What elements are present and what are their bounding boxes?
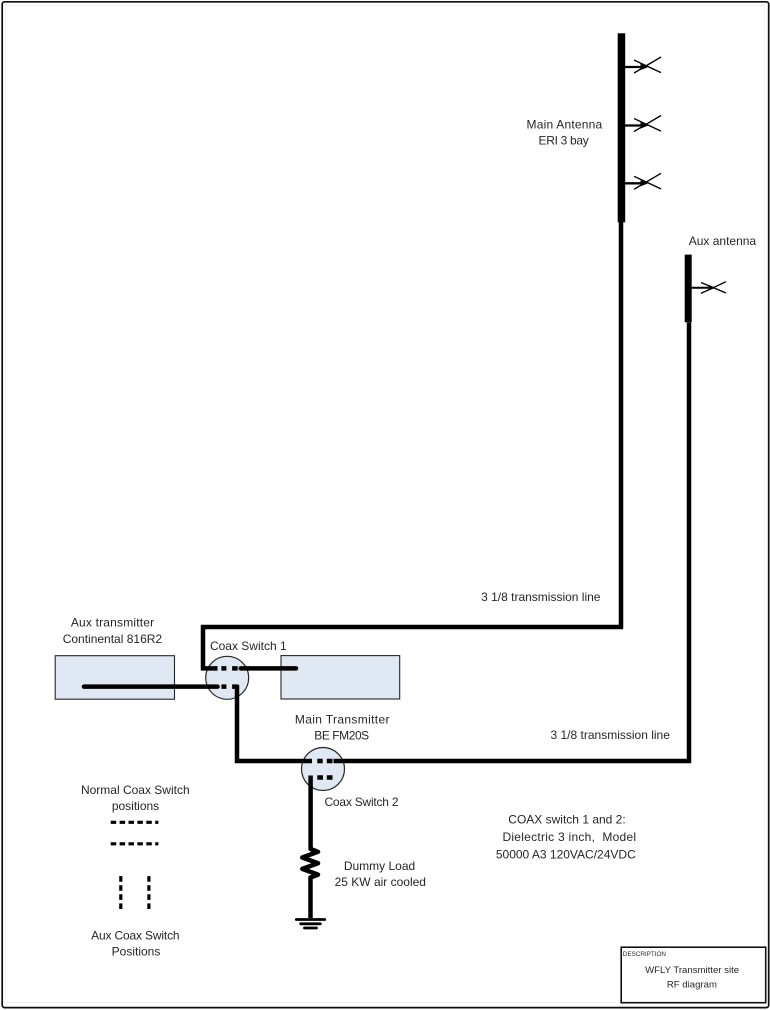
svg-text:Dummy Load: Dummy Load: [344, 859, 415, 873]
svg-text:Coax Switch 1: Coax Switch 1: [210, 639, 287, 653]
svg-text:RF diagram: RF diagram: [667, 980, 717, 991]
svg-text:Aux antenna: Aux antenna: [689, 234, 757, 248]
svg-text:COAX switch 1 and 2:: COAX switch 1 and 2:: [508, 813, 625, 827]
svg-text:3 1/8 transmission line: 3 1/8 transmission line: [551, 728, 671, 742]
svg-text:Aux transmitter: Aux transmitter: [71, 616, 155, 630]
svg-text:Aux Coax Switch: Aux Coax Switch: [91, 929, 179, 943]
svg-text:WFLY Transmitter site: WFLY Transmitter site: [645, 965, 739, 976]
svg-text:Normal Coax Switch: Normal Coax Switch: [81, 783, 190, 797]
svg-text:positions: positions: [112, 799, 159, 813]
svg-text:25 KW air cooled: 25 KW air cooled: [335, 875, 426, 889]
svg-text:BE FM20S: BE FM20S: [314, 729, 369, 743]
svg-text:Continental 816R2: Continental 816R2: [63, 632, 163, 646]
svg-text:Main Transmitter: Main Transmitter: [295, 713, 390, 727]
svg-text:Main Antenna: Main Antenna: [527, 118, 603, 132]
svg-text:DESCRIPTION: DESCRIPTION: [623, 951, 666, 958]
svg-text:Coax Switch 2: Coax Switch 2: [324, 795, 398, 809]
svg-text:Positions: Positions: [112, 945, 161, 959]
svg-text:Dielectric 3 inch, Model: Dielectric 3 inch, Model: [502, 830, 636, 844]
svg-text:3 1/8 transmission line: 3 1/8 transmission line: [481, 590, 601, 604]
svg-text:ERI 3 bay: ERI 3 bay: [539, 134, 589, 148]
svg-text:50000 A3 120VAC/24VDC: 50000 A3 120VAC/24VDC: [496, 848, 636, 862]
